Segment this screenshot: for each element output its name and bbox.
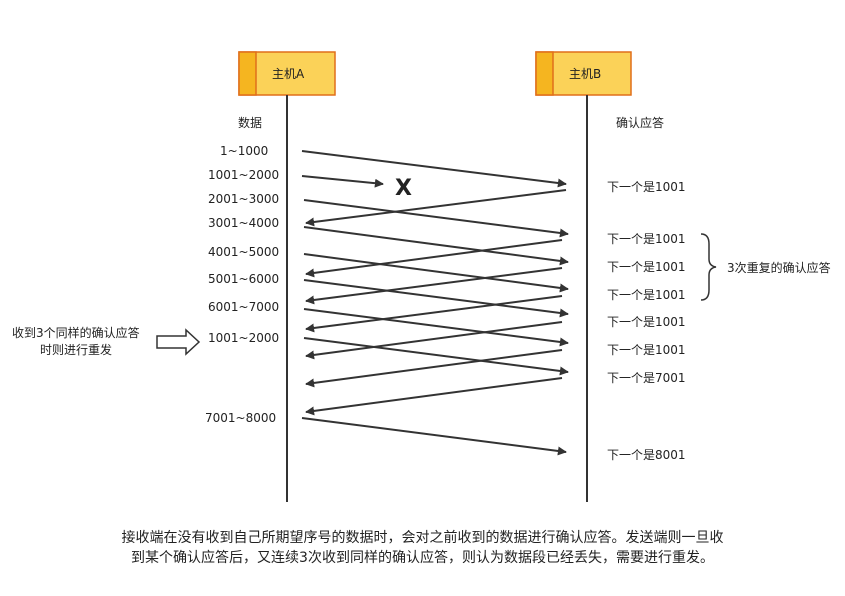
- host-a: 主机A: [238, 51, 336, 96]
- caption: 接收端在没有收到自己所期望序号的数据时，会对之前收到的数据进行确认应答。发送端则…: [0, 528, 845, 568]
- retransmit-note-line1: 收到3个同样的确认应答: [12, 325, 140, 340]
- data-arrow: [303, 199, 569, 238]
- segment-label: 7001~8000: [205, 411, 276, 425]
- retransmit-note-line2: 时则进行重发: [40, 342, 112, 357]
- ack-label: 下一个是8001: [607, 448, 686, 462]
- ack-arrow: [305, 321, 563, 360]
- ack-label: 下一个是1001: [607, 232, 686, 246]
- data-column-header: 数据: [238, 115, 262, 130]
- ack-label: 下一个是1001: [607, 315, 686, 329]
- caption-line1: 接收端在没有收到自己所期望序号的数据时，会对之前收到的数据进行确认应答。发送端则…: [121, 530, 724, 546]
- segment-label: 5001~6000: [208, 272, 279, 286]
- data-arrow: [301, 150, 567, 188]
- ack-label: 下一个是1001: [607, 288, 686, 302]
- ack-arrow: [305, 377, 563, 416]
- host-a-label: 主机A: [272, 67, 305, 81]
- segment-label: 1~1000: [220, 144, 268, 158]
- data-arrow: [303, 253, 569, 293]
- segment-label: 1001~2000: [208, 168, 279, 182]
- segment-label: 3001~4000: [208, 216, 279, 230]
- caption-line2: 到某个确认应答后，又连续3次收到同样的确认应答，则认为数据段已经丢失，需要进行重…: [131, 550, 714, 566]
- ack-label: 下一个是1001: [607, 260, 686, 274]
- data-arrow: [303, 308, 569, 347]
- data-arrow: [301, 417, 567, 456]
- lost-packet-mark: X: [395, 176, 412, 201]
- ack-label: 下一个是7001: [607, 371, 686, 385]
- ack-arrow: [305, 295, 563, 333]
- segment-label: 6001~7000: [208, 300, 279, 314]
- segment-label: 4001~5000: [208, 245, 279, 259]
- duplicate-ack-brace: [700, 233, 717, 301]
- host-b-label: 主机B: [569, 67, 601, 81]
- ack-label: 下一个是1001: [607, 180, 686, 194]
- data-arrow: [303, 226, 569, 266]
- ack-column-header: 确认应答: [616, 115, 664, 130]
- hollow-arrow-icon: [156, 328, 201, 356]
- ack-arrow: [305, 239, 563, 278]
- ack-arrow: [305, 267, 563, 305]
- duplicate-ack-note: 3次重复的确认应答: [727, 260, 831, 275]
- lost-data-arrow: [301, 175, 384, 188]
- retransmit-arrow: [303, 337, 569, 376]
- ack-label: 下一个是1001: [607, 343, 686, 357]
- segment-label: 2001~3000: [208, 192, 279, 206]
- segment-label: 1001~2000: [208, 331, 279, 345]
- host-b: 主机B: [535, 51, 632, 96]
- ack-arrow: [305, 189, 567, 227]
- data-arrow: [303, 279, 569, 318]
- ack-arrow: [305, 349, 563, 388]
